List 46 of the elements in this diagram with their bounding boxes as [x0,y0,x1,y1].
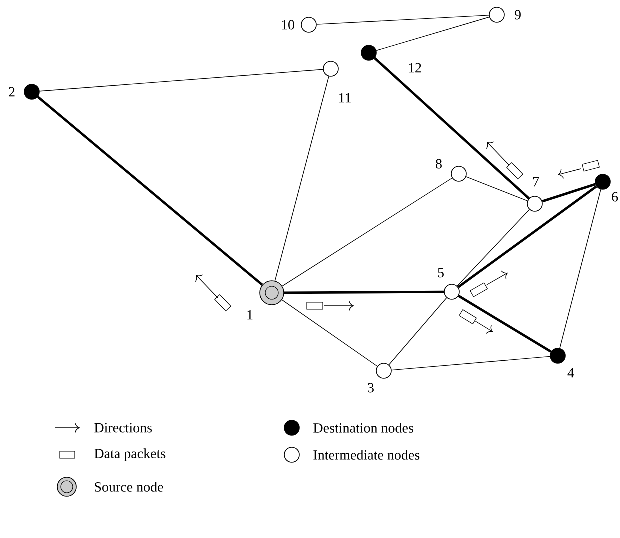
legend-text: Data packets [94,448,166,462]
node-number: 9 [514,10,521,20]
destination-node [24,84,40,100]
node-number: 11 [340,93,351,103]
thick-link-line [374,57,530,200]
node-number: 6 [612,192,618,202]
intermediate-node [527,196,543,212]
intermediate-node [376,363,392,379]
link-line [40,69,324,92]
legend-text: Destination nodes [314,423,414,433]
link-line [316,15,490,25]
link-line [376,16,490,52]
thick-link-line [458,295,552,353]
intermediate-node [323,61,339,77]
destination-node [595,174,611,190]
legend-text: Intermediate nodes [314,450,420,460]
link-line [457,209,530,287]
node-number: 8 [436,159,442,169]
link-line [392,356,550,371]
node-number: 3 [368,383,374,393]
thick-link-line [284,290,444,294]
thick-link-line [458,186,598,288]
link-line [282,300,378,367]
intermediate-node [301,17,317,33]
node-number: 12 [409,63,422,73]
node-number: 10 [282,20,294,30]
legend-text: Source node [95,482,164,492]
link-line [274,76,330,282]
intermediate-node [451,166,467,182]
source-node [260,280,284,306]
node-number: 2 [9,87,15,97]
thick-link-line [37,96,264,286]
destination-node [550,348,566,364]
node-number: 4 [568,368,574,378]
thick-link-line [542,183,596,203]
legend-text: Directions [94,423,152,433]
destination-node [361,45,377,61]
node-number: 5 [438,268,444,278]
link-line [560,189,602,349]
intermediate-node [444,284,460,300]
node-number: 1 [248,310,253,320]
link-line [466,176,528,202]
node-number: 7 [533,177,540,187]
intermediate-node [489,7,505,23]
link-line [388,298,448,366]
link-line [282,178,453,287]
